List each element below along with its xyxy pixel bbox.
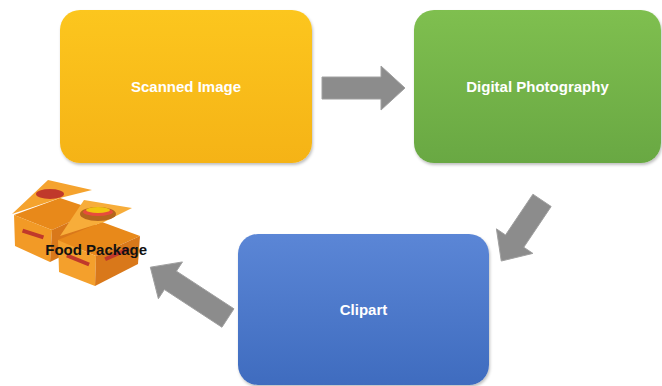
process-box: Scanned Image xyxy=(60,10,312,163)
block-arrow xyxy=(496,194,551,261)
illustration-node: Food Package xyxy=(5,178,147,328)
block-arrow xyxy=(322,66,405,110)
node-label: Scanned Image xyxy=(131,78,241,95)
node-label: Clipart xyxy=(340,301,388,318)
block-arrow xyxy=(150,262,234,327)
process-box: Digital Photography xyxy=(414,10,661,163)
node-label: Food Package xyxy=(45,241,147,258)
node-label: Digital Photography xyxy=(466,78,609,95)
process-box: Clipart xyxy=(238,234,489,385)
